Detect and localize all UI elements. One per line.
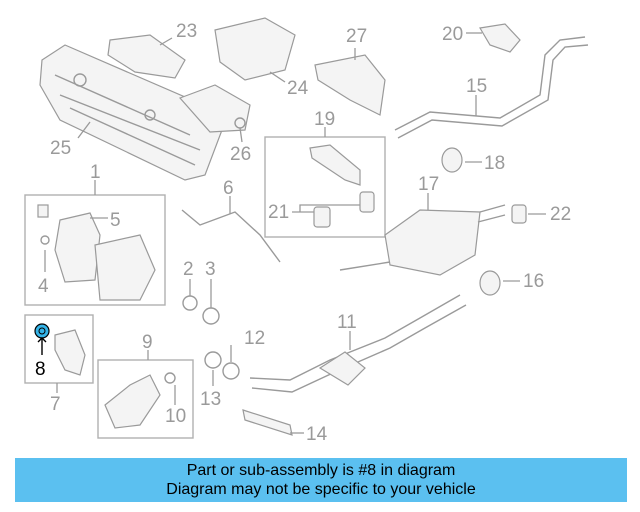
callout-8: 8 <box>35 359 46 380</box>
part-25-heat-shield <box>39 44 223 181</box>
callout-16: 16 <box>523 271 544 292</box>
part-8-bolt-highlighted[interactable] <box>34 323 50 355</box>
callout-7: 7 <box>50 394 61 415</box>
callout-3: 3 <box>205 259 216 280</box>
part-15-pipe <box>394 36 589 139</box>
part-24-shield <box>214 17 296 83</box>
part-9-bracket <box>104 372 176 429</box>
part-12-13-gaskets <box>204 345 240 386</box>
callout-4: 4 <box>38 276 49 297</box>
part-7-bracket <box>54 329 86 376</box>
callout-1: 1 <box>90 162 101 183</box>
part-2-3-gaskets <box>182 279 220 325</box>
part-26-shield <box>178 84 251 143</box>
callout-14: 14 <box>306 424 328 445</box>
part-20-hanger <box>466 23 521 53</box>
part-22-hanger <box>511 204 546 224</box>
exhaust-parts-diagram: 25 23 24 26 27 20 15 19 <box>24 17 589 445</box>
callout-19: 19 <box>314 109 335 130</box>
callout-11: 11 <box>337 312 357 333</box>
callout-17: 17 <box>418 174 439 195</box>
info-banner: Part or sub-assembly is #8 in diagram Di… <box>15 458 627 502</box>
part-19-bracket <box>292 144 375 228</box>
banner-line-2: Diagram may not be specific to your vehi… <box>166 481 476 498</box>
callout-21: 21 <box>268 202 289 223</box>
callout-5: 5 <box>110 210 121 231</box>
group-box-7 <box>24 314 94 384</box>
part-11-front-pipe <box>249 294 467 393</box>
banner-line-1: Part or sub-assembly is #8 in diagram <box>186 462 456 479</box>
part-18-clamp <box>441 147 482 173</box>
part-16-clamp <box>479 270 520 296</box>
callout-23: 23 <box>176 21 197 42</box>
callout-10: 10 <box>165 406 186 427</box>
part-1-catalyst <box>37 204 156 301</box>
part-23-shield <box>107 34 186 79</box>
callout-9: 9 <box>142 332 153 353</box>
callout-25: 25 <box>50 138 71 159</box>
callout-13: 13 <box>200 389 221 410</box>
callout-22: 22 <box>550 204 571 225</box>
callout-26: 26 <box>230 144 251 165</box>
part-17-muffler <box>339 193 506 276</box>
callout-12: 12 <box>244 328 265 349</box>
part-6-tube <box>181 196 281 263</box>
part-14-bracket <box>242 409 304 436</box>
callout-15: 15 <box>466 76 487 97</box>
callout-20: 20 <box>442 24 463 45</box>
callout-24: 24 <box>287 78 309 99</box>
group-box-9 <box>97 359 194 439</box>
part-27-shield <box>314 48 386 116</box>
callout-6: 6 <box>223 178 234 199</box>
callout-2: 2 <box>183 259 194 280</box>
callout-18: 18 <box>484 153 505 174</box>
callout-27: 27 <box>346 26 367 47</box>
